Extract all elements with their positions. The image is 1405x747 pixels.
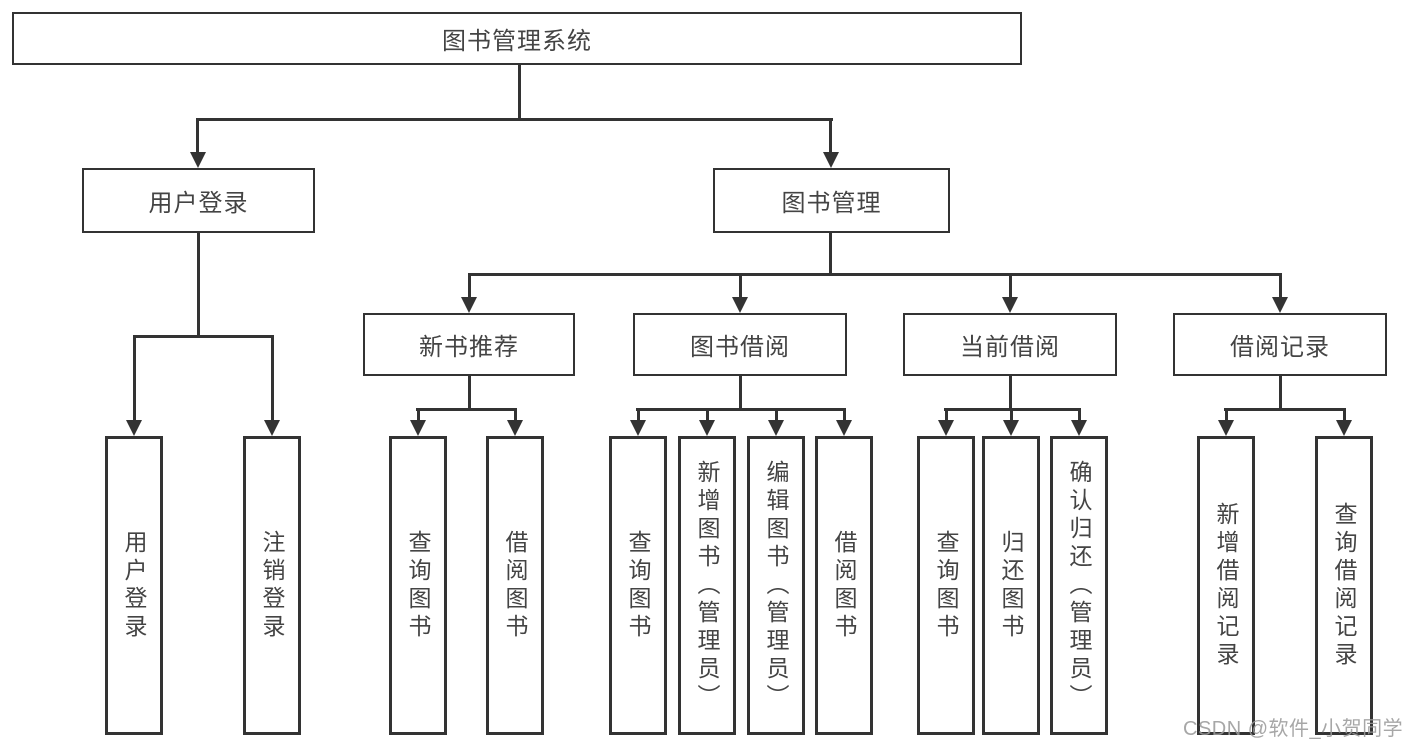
arrow-down-icon [190,152,206,168]
connector-stem-login-leaf [133,335,136,420]
connector-leaf-stem [706,408,709,420]
leaf-query-books-2: 查询图书 [609,436,667,735]
arrow-down-icon [699,420,715,436]
node-root-label: 图书管理系统 [442,28,592,55]
connector-leaf-stem [1010,408,1013,420]
connector-book-mgmt-splitter [468,273,1282,276]
leaf-label: 新增借阅记录 [1213,501,1239,670]
connector-new-books-stub [468,376,471,408]
leaf-add-books-admin: 新增图书（管理员） [678,436,736,735]
arrow-down-icon [461,297,477,313]
leaf-query-borrow-record: 查询借阅记录 [1315,436,1373,735]
connector-stem-user-login [196,118,199,152]
leaf-confirm-return-admin: 确认归还（管理员） [1050,436,1108,735]
csdn-watermark: CSDN @软件_小贺同学 [1183,718,1404,740]
connector-user-login-stub [197,233,200,335]
arrow-down-icon [938,420,954,436]
leaf-label: 用户登录 [121,529,147,642]
connector-current-borrowing-stub [1009,376,1012,408]
arrow-down-icon [823,152,839,168]
leaf-return-books: 归还图书 [982,436,1040,735]
connector-leaf-stem [1225,408,1228,420]
connector-borrowing-records-stub [1279,376,1282,408]
node-borrowing-records: 借阅记录 [1173,313,1387,376]
node-book-borrowing: 图书借阅 [633,313,847,376]
connector-leaf-stem [1343,408,1346,420]
leaf-query-books-1: 查询图书 [389,436,447,735]
connector-stem-logout-leaf [271,335,274,420]
leaf-logout: 注销登录 [243,436,301,735]
connector-stem-borrowing-records [1279,273,1282,297]
leaf-label: 查询图书 [625,529,651,642]
leaf-user-login: 用户登录 [105,436,163,735]
arrow-down-icon [1336,420,1352,436]
leaf-label: 查询借阅记录 [1331,501,1357,670]
connector-new-books-splitter [416,408,517,411]
connector-leaf-stem [1078,408,1081,420]
arrow-down-icon [732,297,748,313]
connector-book-mgmt-stub [829,233,832,273]
leaf-label: 确认归还（管理员） [1066,459,1092,712]
arrow-down-icon [630,420,646,436]
leaf-label: 新增图书（管理员） [694,459,720,712]
arrow-down-icon [1218,420,1234,436]
leaf-borrow-books-1: 借阅图书 [486,436,544,735]
leaf-label: 借阅图书 [502,529,528,642]
connector-borrowing-records-splitter [1224,408,1346,411]
node-new-books-label: 新书推荐 [419,334,519,361]
connector-stem-book-borrowing [739,273,742,297]
arrow-down-icon [126,420,142,436]
node-borrowing-records-label: 借阅记录 [1230,334,1330,361]
connector-leaf-stem [843,408,846,420]
leaf-edit-books-admin: 编辑图书（管理员） [747,436,805,735]
leaf-label: 编辑图书（管理员） [763,459,789,712]
connector-leaf-stem [417,408,420,420]
arrow-down-icon [410,420,426,436]
leaf-query-books-3: 查询图书 [917,436,975,735]
leaf-borrow-books-2: 借阅图书 [815,436,873,735]
leaf-label: 查询图书 [933,529,959,642]
arrow-down-icon [264,420,280,436]
leaf-label: 归还图书 [998,529,1024,642]
node-current-borrowing-label: 当前借阅 [960,334,1060,361]
node-user-login-label: 用户登录 [148,190,249,217]
connector-user-login-splitter [133,335,274,338]
connector-root-splitter [197,118,833,121]
arrow-down-icon [1071,420,1087,436]
connector-leaf-stem [514,408,517,420]
arrow-down-icon [1272,297,1288,313]
arrow-down-icon [507,420,523,436]
node-book-management-label: 图书管理 [781,190,882,217]
node-book-management: 图书管理 [713,168,950,233]
connector-stem-current-borrowing [1009,273,1012,297]
connector-book-borrowing-stub [739,376,742,408]
connector-root-stub [518,65,521,118]
connector-stem-new-books [468,273,471,297]
arrow-down-icon [836,420,852,436]
connector-leaf-stem [945,408,948,420]
leaf-label: 注销登录 [259,529,285,642]
connector-book-borrowing-splitter [636,408,846,411]
node-new-books: 新书推荐 [363,313,575,376]
connector-stem-book-mgmt [829,118,832,152]
arrow-down-icon [1003,420,1019,436]
connector-leaf-stem [775,408,778,420]
leaf-label: 借阅图书 [831,529,857,642]
arrow-down-icon [1002,297,1018,313]
arrow-down-icon [768,420,784,436]
node-current-borrowing: 当前借阅 [903,313,1117,376]
leaf-add-borrow-record: 新增借阅记录 [1197,436,1255,735]
node-root-library-system: 图书管理系统 [12,12,1022,65]
node-book-borrowing-label: 图书借阅 [690,334,790,361]
connector-leaf-stem [637,408,640,420]
leaf-label: 查询图书 [405,529,431,642]
node-user-login: 用户登录 [82,168,315,233]
